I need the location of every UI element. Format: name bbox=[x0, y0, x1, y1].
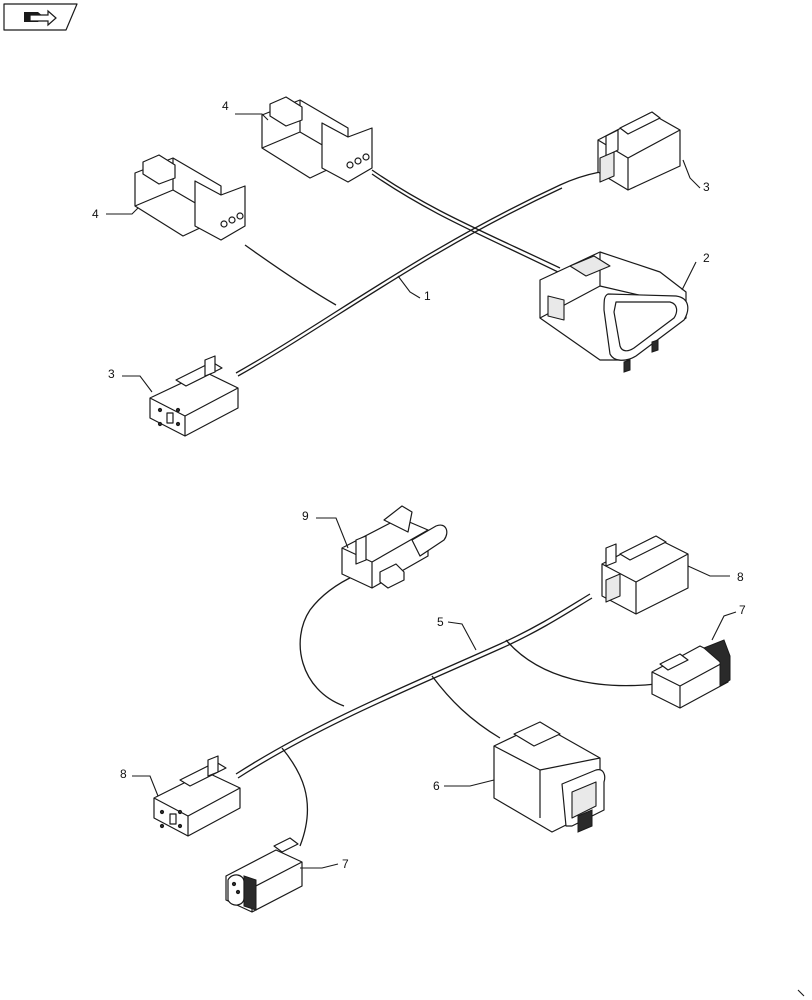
nav-button[interactable] bbox=[3, 3, 78, 31]
callout-7-lower: 7 bbox=[342, 857, 349, 871]
leader-3-lower bbox=[122, 375, 153, 393]
connector-9 bbox=[341, 505, 448, 589]
callout-1: 1 bbox=[424, 289, 431, 303]
leader-7-lower bbox=[300, 863, 339, 869]
callout-3-lower: 3 bbox=[108, 367, 115, 381]
upper-wire-left-branch bbox=[244, 244, 337, 306]
upper-wire-main bbox=[235, 171, 601, 374]
lower-wire-main-2 bbox=[237, 597, 593, 779]
leader-3-upper bbox=[682, 159, 701, 189]
lower-wire-to-7-right bbox=[505, 639, 657, 687]
callout-6: 6 bbox=[433, 779, 440, 793]
book-arrow-icon bbox=[24, 9, 57, 27]
callout-5: 5 bbox=[437, 615, 444, 629]
leader-4-upper bbox=[235, 113, 269, 121]
leader-8-lower bbox=[132, 775, 159, 797]
callout-7-right: 7 bbox=[739, 603, 746, 617]
callout-4-lower: 4 bbox=[92, 207, 99, 221]
connector-6 bbox=[493, 721, 606, 833]
callout-3-upper: 3 bbox=[703, 180, 710, 194]
leader-9 bbox=[316, 517, 349, 549]
leader-4-lower bbox=[106, 207, 139, 215]
callout-8-lower: 8 bbox=[120, 767, 127, 781]
leader-1 bbox=[397, 275, 421, 299]
connector-8-upper bbox=[601, 535, 689, 615]
leader-2 bbox=[681, 261, 697, 291]
lower-wire-to-6 bbox=[431, 675, 501, 739]
connector-4-upper bbox=[261, 96, 373, 183]
leader-5 bbox=[447, 621, 477, 651]
upper-harness bbox=[134, 96, 689, 437]
lower-wire-main bbox=[235, 593, 591, 775]
upper-wire-cross-2 bbox=[371, 173, 559, 273]
lower-wire-to-7-left bbox=[281, 747, 309, 847]
connector-3-lower bbox=[149, 355, 239, 437]
upper-wire-cross bbox=[371, 169, 561, 269]
connector-8-lower bbox=[153, 755, 241, 837]
leader-8-upper bbox=[687, 565, 730, 577]
callout-2: 2 bbox=[703, 251, 710, 265]
connector-3-upper bbox=[597, 111, 681, 191]
callout-9: 9 bbox=[302, 509, 309, 523]
leader-6 bbox=[444, 779, 495, 787]
lower-wire-loop bbox=[299, 574, 357, 707]
upper-wire-main-2 bbox=[237, 187, 563, 377]
corner-mark bbox=[797, 989, 805, 997]
callout-8-upper: 8 bbox=[737, 570, 744, 584]
connector-7-lower bbox=[225, 837, 303, 913]
connector-7-right bbox=[651, 639, 731, 709]
connector-2 bbox=[539, 251, 689, 373]
callout-4-upper: 4 bbox=[222, 99, 229, 113]
lower-harness bbox=[153, 505, 731, 913]
leader-7-right bbox=[711, 611, 737, 641]
connector-4-lower bbox=[134, 154, 246, 241]
